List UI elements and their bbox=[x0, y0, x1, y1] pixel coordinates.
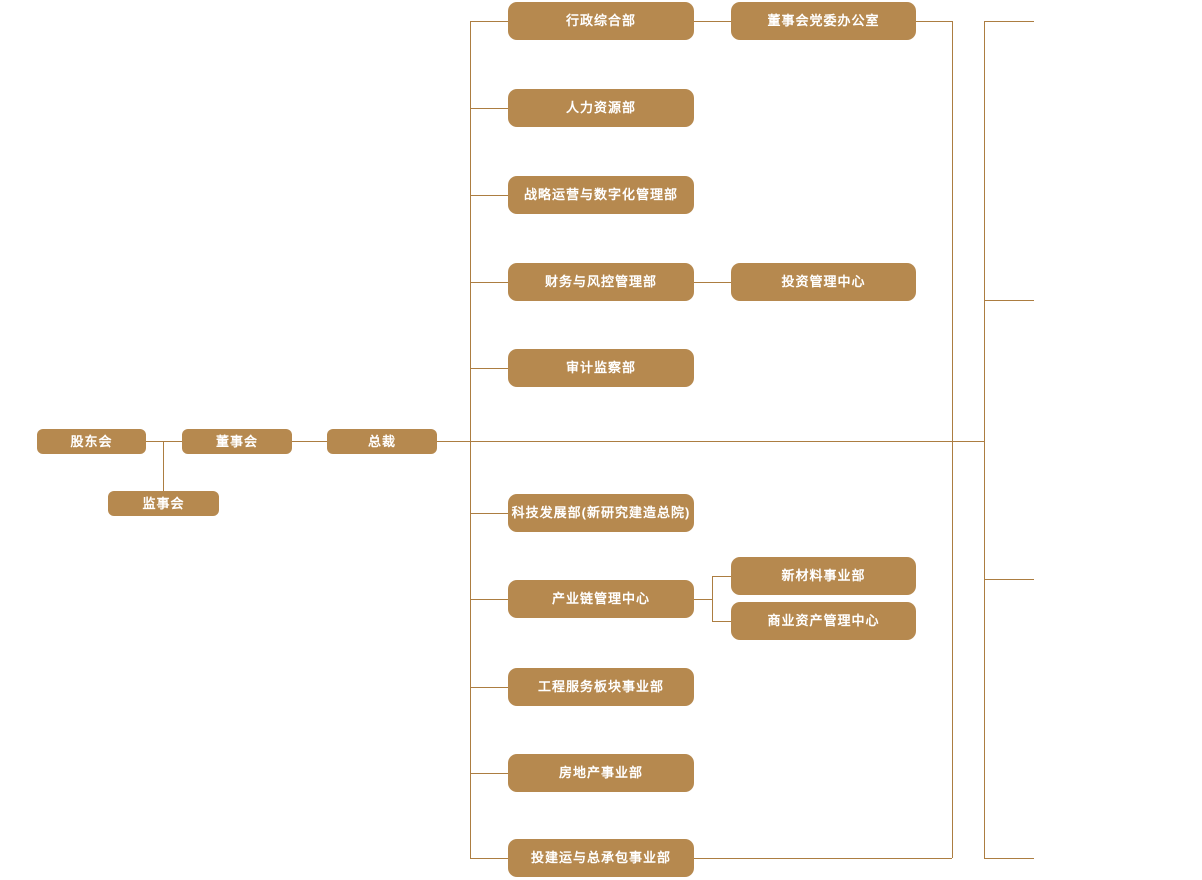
connector-supervisory-drop bbox=[163, 441, 164, 491]
connector-partyoffice-rail1 bbox=[916, 21, 952, 22]
connector-stub-tech bbox=[470, 513, 508, 514]
node-admin-general: 行政综合部 bbox=[508, 2, 694, 40]
connector-dept-spine bbox=[470, 21, 471, 858]
connector-offframe-stub-2 bbox=[984, 300, 1034, 301]
connector-stub-hr bbox=[470, 108, 508, 109]
connector-right-rail-1 bbox=[952, 21, 953, 858]
connector-offframe-stub-1 bbox=[984, 21, 1034, 22]
node-industry-chain: 产业链管理中心 bbox=[508, 580, 694, 618]
connector-bracket-vertical bbox=[712, 576, 713, 621]
node-investment-epc: 投建运与总承包事业部 bbox=[508, 839, 694, 877]
connector-stub-realestate bbox=[470, 773, 508, 774]
node-audit-supervision: 审计监察部 bbox=[508, 349, 694, 387]
node-board-of-directors: 董事会 bbox=[182, 429, 292, 454]
node-new-materials: 新材料事业部 bbox=[731, 557, 916, 595]
connector-shareholders-board bbox=[146, 441, 182, 442]
connector-stub-audit bbox=[470, 368, 508, 369]
node-shareholders-meeting: 股东会 bbox=[37, 429, 146, 454]
connector-stub-finance bbox=[470, 282, 508, 283]
node-tech-development: 科技发展部(新研究建造总院) bbox=[508, 494, 694, 532]
connector-bottom-return bbox=[694, 858, 952, 859]
node-finance-risk: 财务与风控管理部 bbox=[508, 263, 694, 301]
node-president: 总裁 bbox=[327, 429, 437, 454]
connector-admin-partyoffice bbox=[694, 21, 731, 22]
connector-trunk bbox=[437, 441, 984, 442]
node-commercial-assets: 商业资产管理中心 bbox=[731, 602, 916, 640]
connector-stub-industry bbox=[470, 599, 508, 600]
node-engineering-services: 工程服务板块事业部 bbox=[508, 668, 694, 706]
node-investment-center: 投资管理中心 bbox=[731, 263, 916, 301]
node-supervisory-board: 监事会 bbox=[108, 491, 219, 516]
node-strategy-digital: 战略运营与数字化管理部 bbox=[508, 176, 694, 214]
connector-bracket-newmaterials bbox=[712, 576, 731, 577]
node-real-estate: 房地产事业部 bbox=[508, 754, 694, 792]
connector-offframe-stub-4 bbox=[984, 858, 1034, 859]
connector-stub-strategy bbox=[470, 195, 508, 196]
connector-stub-investment-epc bbox=[470, 858, 508, 859]
connector-stub-engineering bbox=[470, 687, 508, 688]
connector-finance-investcenter bbox=[694, 282, 731, 283]
connector-industry-bracket bbox=[694, 599, 712, 600]
connector-bracket-commercial bbox=[712, 621, 731, 622]
connector-board-president bbox=[292, 441, 327, 442]
node-hr: 人力资源部 bbox=[508, 89, 694, 127]
connector-stub-admin bbox=[470, 21, 508, 22]
node-board-party-office: 董事会党委办公室 bbox=[731, 2, 916, 40]
connector-right-rail-2 bbox=[984, 21, 985, 858]
connector-offframe-stub-3 bbox=[984, 579, 1034, 580]
